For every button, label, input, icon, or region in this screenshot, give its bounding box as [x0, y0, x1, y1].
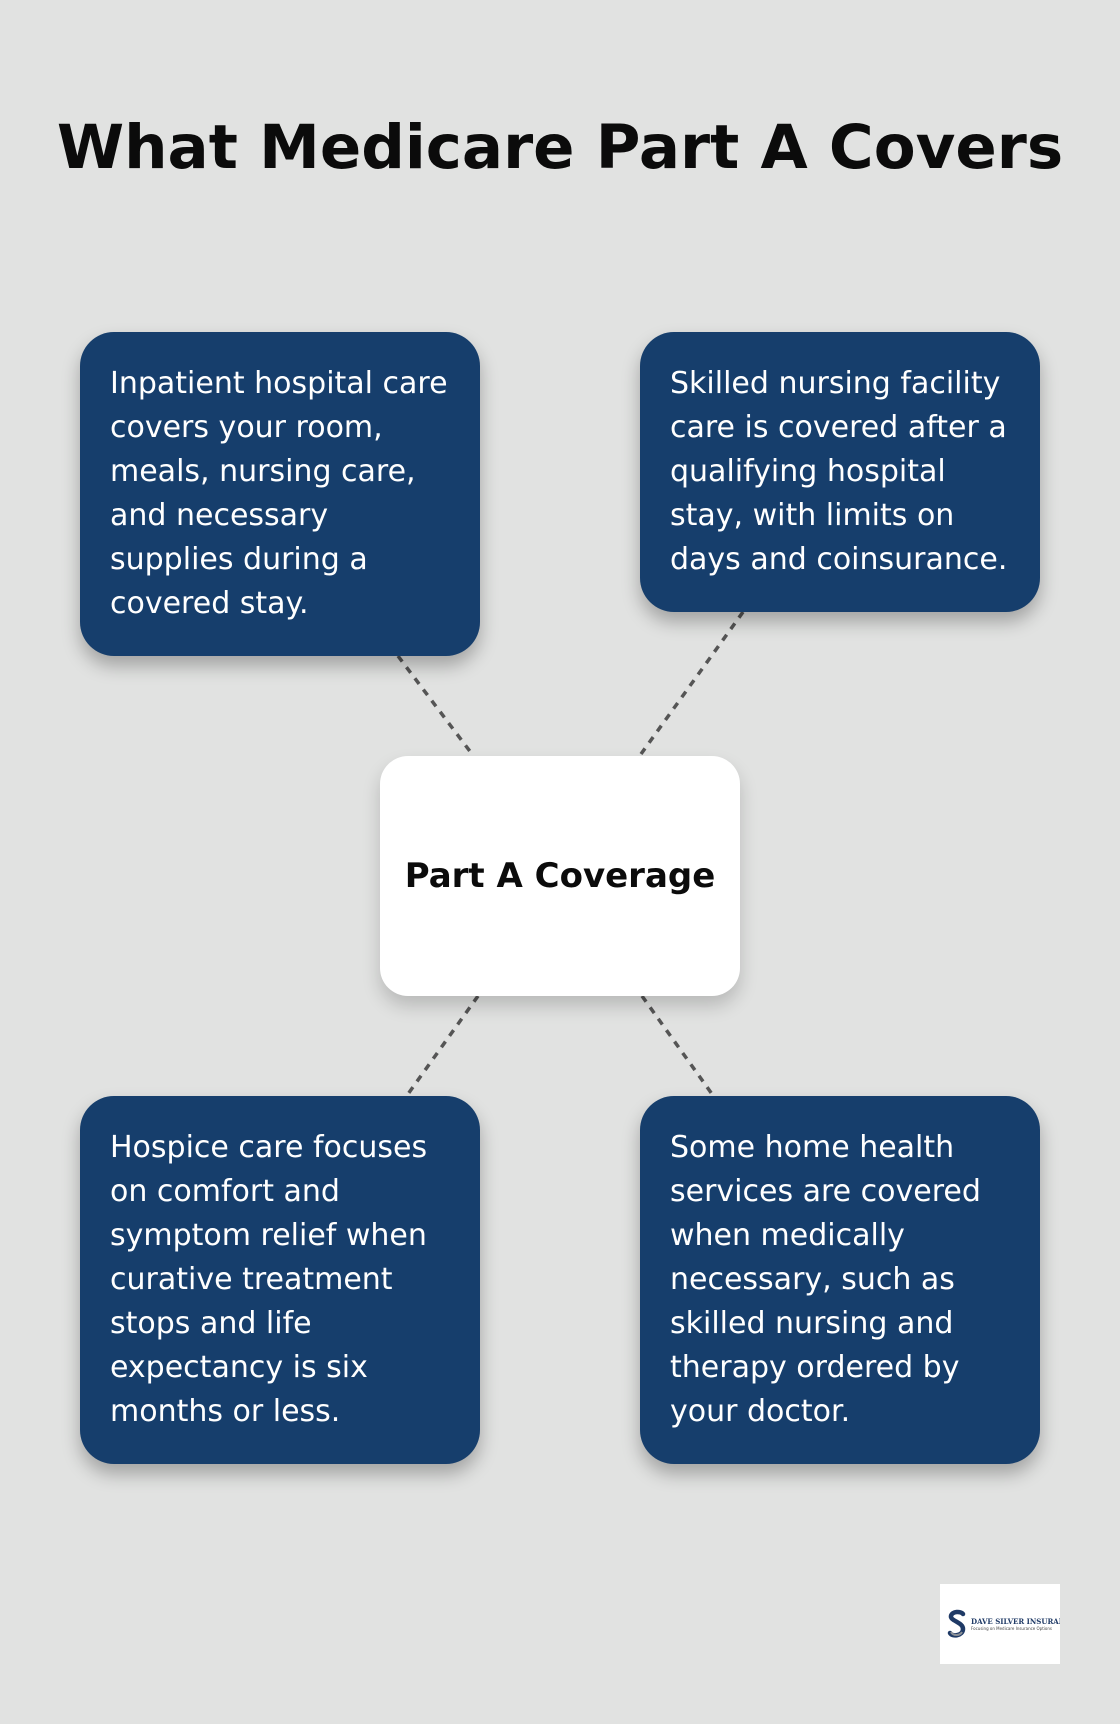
coverage-card-text: Some home health services are covered wh… — [670, 1130, 981, 1429]
connector-bottom-left — [406, 994, 480, 1096]
coverage-card-text: Skilled nursing facility care is covered… — [670, 366, 1008, 577]
connector-bottom-right — [640, 994, 714, 1096]
coverage-card-text: Hospice care focuses on comfort and symp… — [110, 1130, 428, 1429]
center-node: Part A Coverage — [380, 756, 740, 996]
logo-tagline: Focusing on Medicare Insurance Options — [971, 1625, 1052, 1631]
connector-top-left — [396, 654, 474, 756]
connector-top-right — [639, 610, 745, 756]
coverage-card-inpatient: Inpatient hospital care covers your room… — [80, 332, 480, 656]
company-logo: DAVE SILVER INSURANCE Focusing on Medica… — [940, 1584, 1060, 1664]
center-node-label: Part A Coverage — [404, 856, 716, 896]
coverage-card-home-health: Some home health services are covered wh… — [640, 1096, 1040, 1464]
coverage-card-skilled-nursing: Skilled nursing facility care is covered… — [640, 332, 1040, 612]
logo-company-name: DAVE SILVER INSURANCE — [971, 1616, 1060, 1626]
logo-s-mark-icon — [947, 1608, 967, 1640]
coverage-card-text: Inpatient hospital care covers your room… — [110, 366, 448, 621]
page-title: What Medicare Part A Covers — [56, 112, 1064, 183]
coverage-card-hospice: Hospice care focuses on comfort and symp… — [80, 1096, 480, 1464]
